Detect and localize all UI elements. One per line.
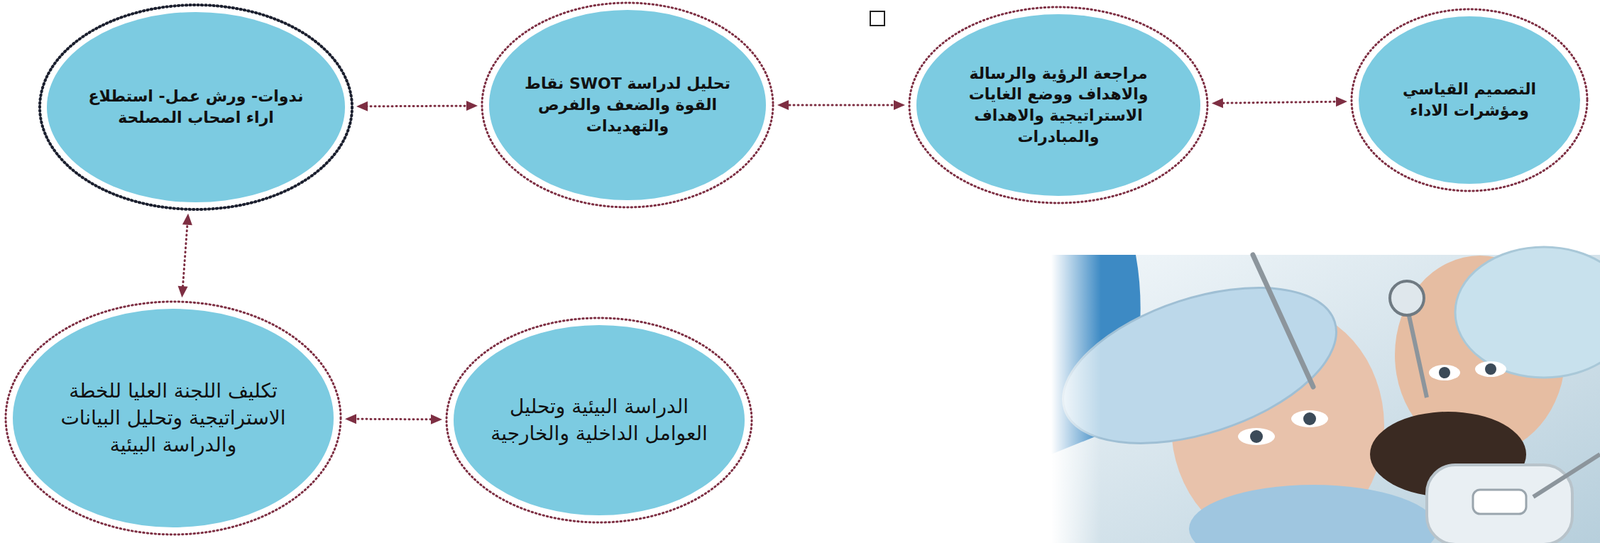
process-ellipse: تكليف اللجنة العليا للخطة الاستراتيجية و… [3, 299, 343, 537]
node-label: الدراسة البيئية وتحليل العوامل الداخلية … [489, 393, 709, 448]
process-ellipse: ندوات- ورش عمل- استطلاع اراء اصحاب المصل… [37, 2, 355, 212]
process-ellipse: تحليل لدراسة SWOT نقاط القوة والضعف والف… [479, 0, 776, 210]
connector-line [1220, 101, 1339, 103]
arrowhead [356, 101, 368, 112]
arrowhead [344, 413, 357, 424]
dental-tool [1533, 454, 1600, 497]
connector-line [785, 104, 897, 107]
dotted-ring [1351, 9, 1588, 191]
ellipse-outline [37, 2, 355, 212]
arrowhead [1211, 97, 1224, 108]
eye-iris [1303, 412, 1317, 426]
eye [1475, 361, 1507, 377]
ellipse-outline [444, 315, 754, 525]
connector-line [364, 105, 470, 108]
ellipse-fill [12, 308, 334, 528]
node-label: التصميم القياسي ومؤشرات الاداء [1386, 78, 1553, 121]
connector-line [182, 222, 188, 289]
arrowhead [466, 100, 478, 111]
ellipse-fill [489, 9, 766, 201]
eye-iris [1438, 366, 1451, 379]
dental-lamp [1426, 464, 1573, 543]
node-label: تحليل لدراسة SWOT نقاط القوة والضعف والف… [523, 73, 732, 137]
eye [1428, 364, 1461, 381]
dotted-ring [5, 301, 341, 535]
square-symbol [870, 11, 885, 26]
ellipse-outline [907, 4, 1210, 206]
dental-probe [1252, 254, 1314, 387]
photo-fade [1051, 254, 1101, 543]
dental-mirror [1389, 281, 1424, 316]
connector-line [353, 418, 434, 421]
dotted-ring [909, 7, 1208, 204]
eye [1237, 428, 1275, 446]
mirror-handle [1409, 315, 1427, 398]
eye-iris [1485, 363, 1497, 375]
ellipse-fill [46, 12, 345, 203]
dotted-ring [481, 2, 774, 208]
dotted-ring [446, 318, 752, 523]
ellipse-outline [1349, 7, 1590, 194]
arrowhead [182, 213, 193, 226]
arrowhead [430, 414, 443, 425]
dotted-ring [39, 4, 353, 210]
dotted-connector [344, 413, 443, 425]
arrowhead [1335, 96, 1348, 107]
arrowhead [893, 100, 906, 111]
dentists-photo [1043, 247, 1600, 543]
node-label: تكليف اللجنة العليا للخطة الاستراتيجية و… [53, 377, 294, 458]
lamp-bulb [1472, 489, 1527, 514]
eye-iris [1250, 430, 1263, 443]
mask [1455, 247, 1600, 378]
cap [1188, 484, 1438, 543]
dotted-connector [178, 213, 193, 298]
node-label: مراجعة الرؤية والرسالة والاهداف ووضع الغ… [951, 63, 1165, 148]
process-ellipse: مراجعة الرؤية والرسالة والاهداف ووضع الغ… [907, 4, 1210, 206]
node-label: ندوات- ورش عمل- استطلاع اراء اصحاب المصل… [84, 85, 309, 128]
ellipse-fill [916, 14, 1201, 196]
dotted-connector [777, 100, 906, 111]
process-ellipse: التصميم القياسي ومؤشرات الاداء [1349, 7, 1590, 194]
process-ellipse: الدراسة البيئية وتحليل العوامل الداخلية … [444, 315, 754, 525]
arrowhead [178, 286, 189, 298]
arrowhead [777, 100, 789, 111]
eye [1291, 410, 1329, 428]
dotted-connector [1211, 96, 1348, 108]
ellipse-fill [453, 325, 745, 516]
ellipse-fill [1358, 16, 1581, 184]
dotted-connector [356, 100, 478, 112]
